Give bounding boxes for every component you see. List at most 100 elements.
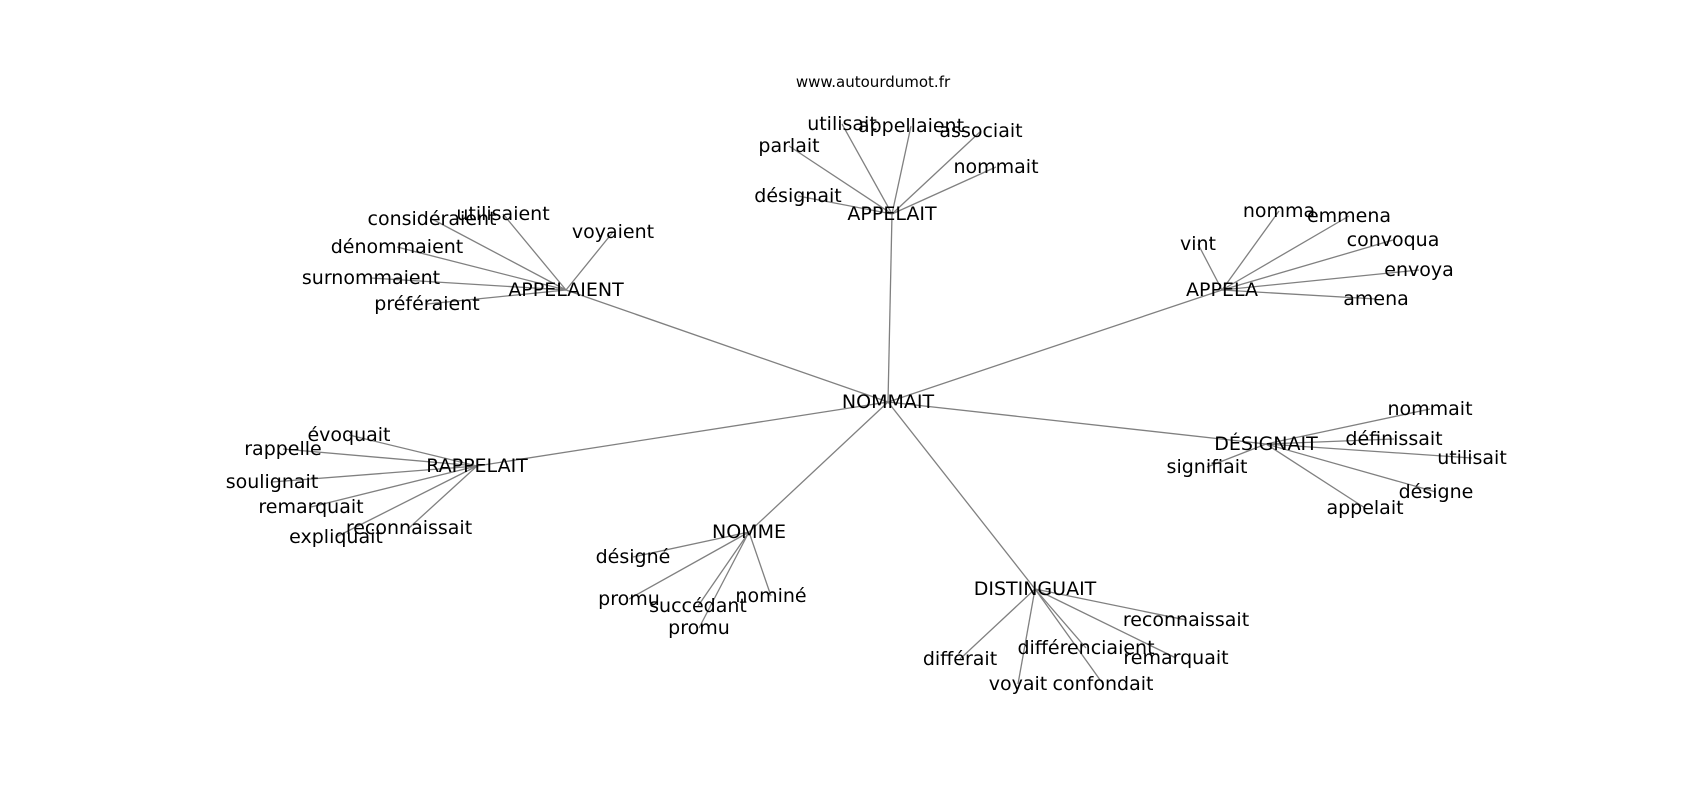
edge-center-to-hub bbox=[887, 401, 1267, 445]
edge-center-to-hub bbox=[887, 289, 1223, 403]
hub-node-label: APPELAIENT bbox=[508, 279, 624, 301]
edge-hub-to-word bbox=[1017, 588, 1036, 685]
word-node-label: remarquait bbox=[1123, 647, 1228, 669]
hub-node-label: NOMME bbox=[712, 521, 786, 543]
word-node-label: soulignait bbox=[226, 471, 319, 493]
edge-hub-to-word bbox=[1206, 443, 1267, 468]
word-node-label: nommait bbox=[1387, 398, 1472, 420]
word-node-label: promu bbox=[668, 617, 730, 639]
word-node-label: convoqua bbox=[1347, 229, 1440, 251]
word-node-label: succédant bbox=[649, 595, 747, 617]
edge-hub-to-word bbox=[697, 531, 750, 607]
edge-hub-to-word bbox=[1221, 289, 1377, 300]
edge-hub-to-word bbox=[426, 289, 567, 305]
word-node-label: reconnaissait bbox=[1123, 609, 1249, 631]
edge-center-to-hub bbox=[748, 401, 889, 533]
center-node-label: NOMMAIT bbox=[842, 391, 935, 413]
edge-hub-to-word bbox=[310, 465, 478, 508]
edge-hub-to-word bbox=[1265, 408, 1431, 445]
word-node-label: associait bbox=[939, 120, 1022, 142]
edge-hub-to-word bbox=[1221, 239, 1394, 291]
edge-center-to-hub bbox=[887, 401, 1036, 590]
word-node-label: reconnaissait bbox=[346, 517, 472, 539]
word-node-label: signifiait bbox=[1167, 456, 1248, 478]
edge-hub-to-word bbox=[628, 531, 750, 600]
edge-hub-to-word bbox=[335, 465, 478, 538]
word-node-label: définissait bbox=[1345, 428, 1442, 450]
word-node-label: préféraient bbox=[374, 293, 479, 315]
edge-hub-to-word bbox=[797, 195, 893, 215]
edge-hub-to-word bbox=[1221, 215, 1350, 291]
word-node-label: appelait bbox=[1326, 497, 1403, 519]
word-node-label: considéraient bbox=[368, 208, 497, 230]
hub-node-label: RAPPELAIT bbox=[426, 455, 528, 477]
word-node-label: désigné bbox=[596, 546, 671, 568]
edge-hub-to-word bbox=[408, 465, 478, 529]
word-node-label: promu bbox=[598, 588, 660, 610]
edge-center-to-hub bbox=[565, 289, 889, 403]
edge-hub-to-word bbox=[841, 123, 893, 215]
edge-center-to-hub bbox=[476, 401, 889, 467]
word-node-label: différait bbox=[923, 648, 997, 670]
word-node-label: nominé bbox=[735, 585, 806, 607]
edge-hub-to-word bbox=[1265, 438, 1395, 445]
edge-hub-to-word bbox=[1034, 588, 1187, 621]
word-node-label: voyaient bbox=[572, 221, 654, 243]
word-node-label: amena bbox=[1343, 288, 1409, 310]
word-node-label: surnommaient bbox=[302, 267, 440, 289]
word-node-label: remarquait bbox=[258, 496, 363, 518]
edge-hub-to-word bbox=[565, 231, 614, 291]
word-node-label: différenciaient bbox=[1017, 637, 1154, 659]
word-node-label: envoya bbox=[1384, 259, 1454, 281]
word-node-label: évoquait bbox=[307, 424, 390, 446]
word-node-label: nomma bbox=[1243, 200, 1315, 222]
edge-hub-to-word bbox=[891, 130, 982, 215]
word-node-label: nommait bbox=[953, 156, 1038, 178]
edge-hub-to-word bbox=[271, 465, 478, 483]
edge-hub-to-word bbox=[348, 434, 478, 467]
word-node-label: utilisait bbox=[807, 113, 877, 135]
edge-hub-to-word bbox=[632, 531, 750, 558]
hub-node-label: DÉSIGNAIT bbox=[1214, 432, 1318, 455]
edge-hub-to-word bbox=[1034, 588, 1177, 659]
word-node-label: confondait bbox=[1053, 673, 1154, 695]
edge-hub-to-word bbox=[431, 218, 567, 291]
edge-hub-to-word bbox=[698, 531, 750, 629]
edge-hub-to-word bbox=[959, 588, 1036, 660]
credit-text: www.autourdumot.fr bbox=[796, 73, 951, 91]
word-node-label: désignait bbox=[754, 185, 841, 207]
word-node-label: rappelle bbox=[244, 438, 322, 460]
word-node-label: dénommaient bbox=[331, 236, 464, 258]
hub-node-label: DISTINGUAIT bbox=[974, 578, 1097, 600]
edge-hub-to-word bbox=[891, 166, 997, 215]
hub-node-label: APPELAIT bbox=[847, 203, 937, 225]
word-node-label: appellaient bbox=[858, 115, 964, 137]
word-node-label: utilisaient bbox=[456, 203, 549, 225]
edge-hub-to-word bbox=[502, 213, 567, 291]
edge-hub-to-word bbox=[1265, 443, 1473, 459]
labels-layer: www.autourdumot.fr NOMMAIT APPELAIT utili… bbox=[226, 73, 1507, 695]
edge-hub-to-word bbox=[282, 448, 478, 467]
edge-hub-to-word bbox=[1197, 243, 1223, 291]
edge-hub-to-word bbox=[396, 246, 567, 291]
word-node-label: voyait bbox=[989, 673, 1047, 695]
word-node-label: vint bbox=[1180, 233, 1216, 255]
edge-hub-to-word bbox=[1034, 588, 1087, 649]
edge-hub-to-word bbox=[1265, 443, 1437, 493]
word-node-label: parlait bbox=[758, 135, 819, 157]
edge-center-to-hub bbox=[887, 213, 893, 403]
word-node-label: emmena bbox=[1307, 205, 1391, 227]
edge-hub-to-word bbox=[370, 277, 567, 291]
hub-node-label: APPELA bbox=[1186, 279, 1258, 301]
edge-hub-to-word bbox=[1221, 269, 1420, 291]
word-node-label: désigne bbox=[1399, 481, 1474, 503]
edge-hub-to-word bbox=[788, 145, 893, 215]
edge-hub-to-word bbox=[891, 125, 912, 215]
word-node-label: expliquait bbox=[289, 526, 383, 548]
edge-hub-to-word bbox=[1265, 443, 1366, 509]
word-node-label: utilisait bbox=[1437, 447, 1507, 469]
edges-layer bbox=[271, 123, 1473, 685]
edge-hub-to-word bbox=[1034, 588, 1104, 685]
edge-hub-to-word bbox=[1221, 210, 1280, 291]
